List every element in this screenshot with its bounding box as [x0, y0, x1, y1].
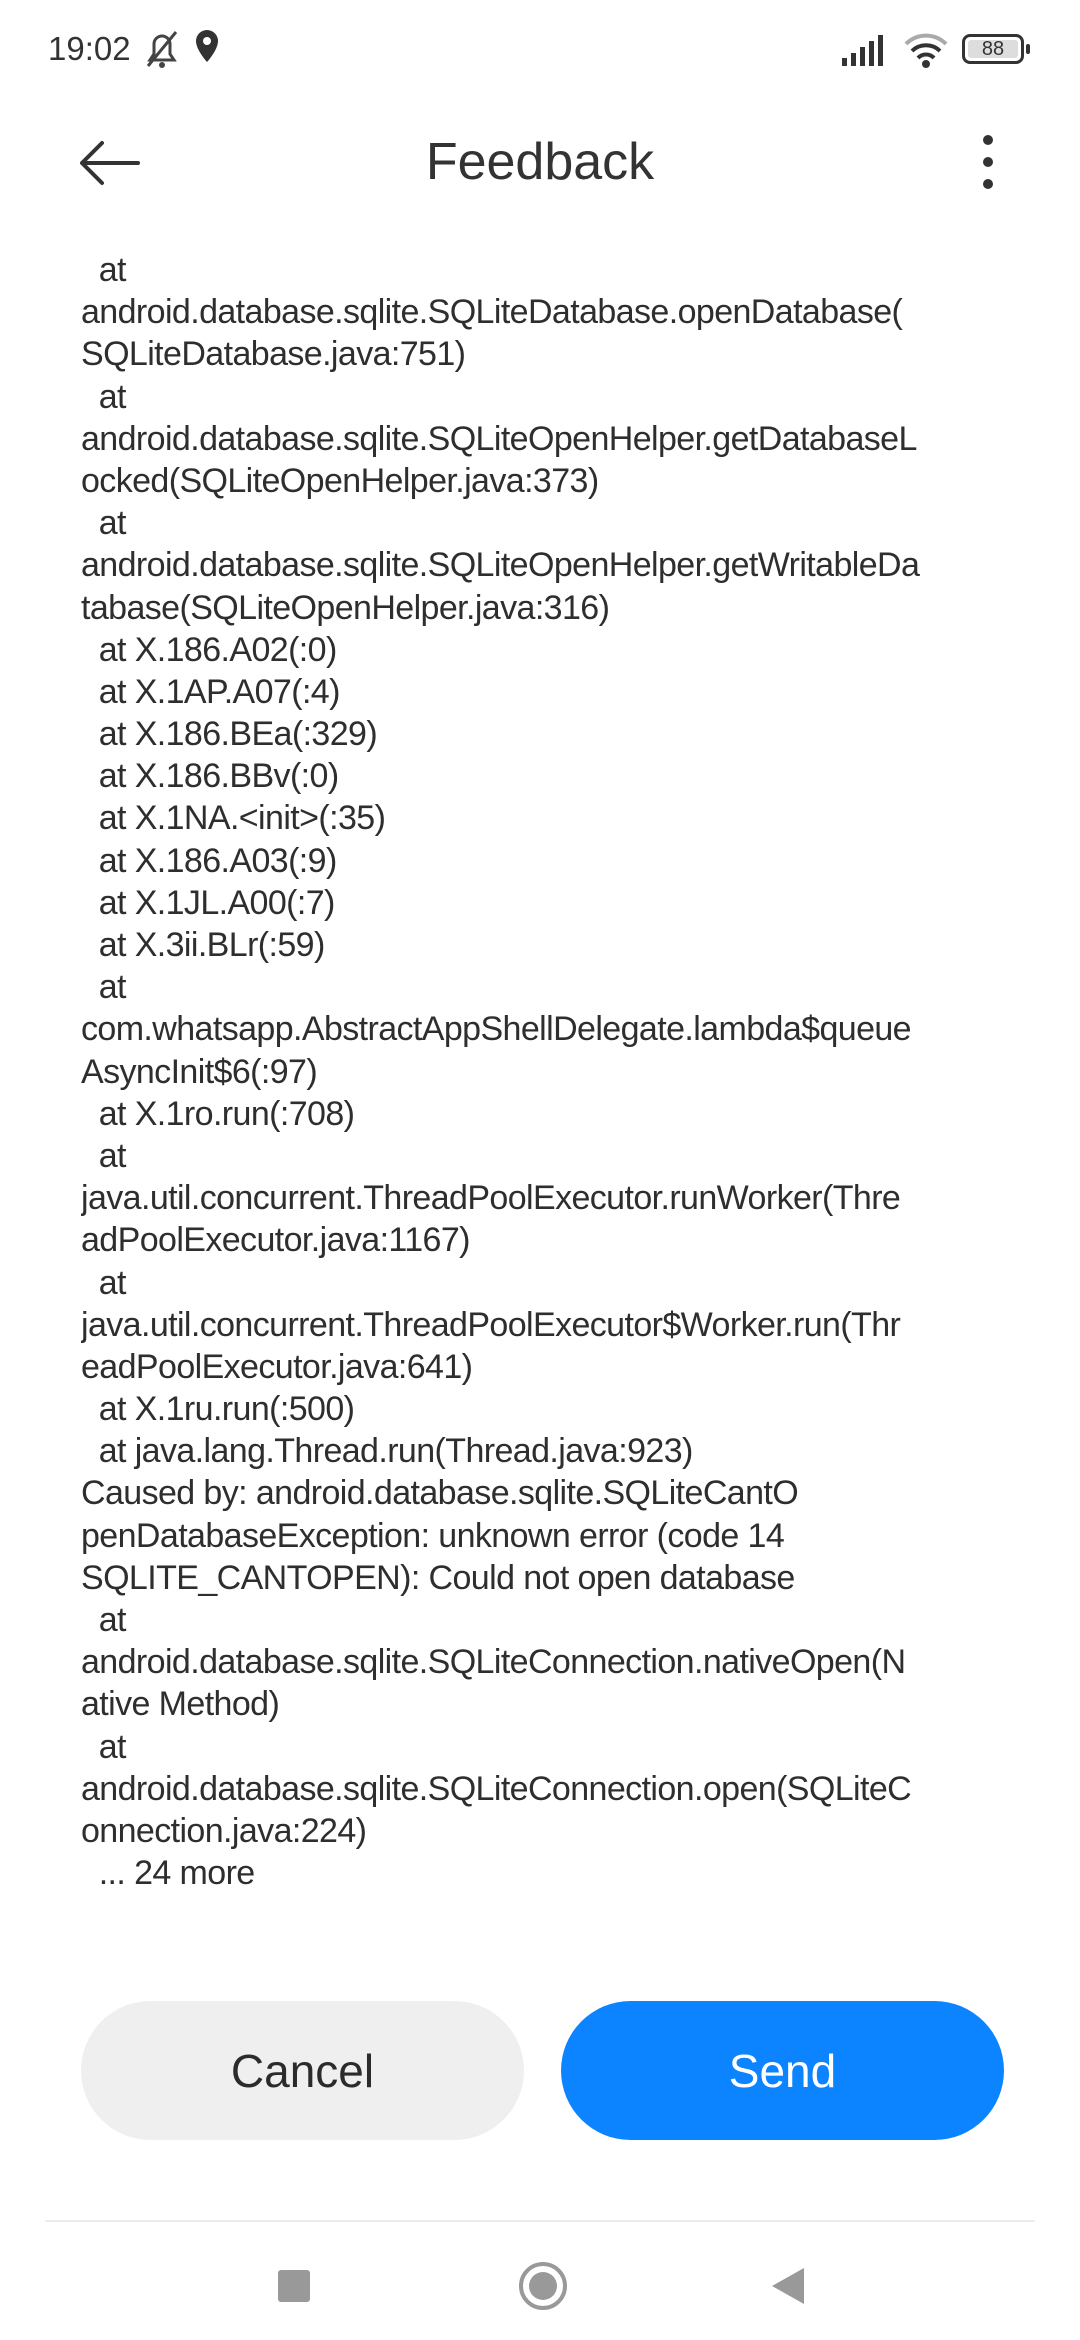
back-arrow-icon[interactable] [78, 138, 142, 188]
log-line: at [81, 1727, 127, 1766]
page-title: Feedback [425, 133, 655, 191]
log-line: at X.1AP.A07(:4) [81, 672, 341, 711]
log-line: at [81, 251, 127, 289]
log-line: AsyncInit$6(:97) [81, 1052, 318, 1091]
signal-icon [842, 35, 883, 66]
log-line: at [81, 504, 127, 543]
location-icon [196, 30, 218, 62]
bell-off-icon [146, 31, 178, 68]
log-line: android.database.sqlite.SQLiteOpenHelper… [81, 419, 917, 458]
log-line: Caused by: android.database.sqlite.SQLit… [81, 1474, 799, 1513]
log-line: at X.1JL.A00(:7) [81, 883, 336, 922]
feedback-log-text[interactable]: at android.database.sqlite.SQLiteDatabase… [81, 228, 1021, 1940]
log-line: at java.lang.Thread.run(Thread.java:923) [81, 1432, 694, 1471]
send-button[interactable]: Send [561, 2001, 1004, 2140]
log-line: at X.186.A03(:9) [81, 841, 338, 880]
log-line: SQLITE_CANTOPEN): Could not open databas… [81, 1558, 795, 1597]
nav-divider [45, 2220, 1035, 2222]
battery-level: 88 [968, 39, 1018, 59]
log-line: ... 24 more [81, 1854, 256, 1893]
home-circle-icon[interactable] [517, 2260, 569, 2312]
log-line: android.database.sqlite.SQLiteOpenHelper… [81, 546, 920, 585]
log-line: ocked(SQLiteOpenHelper.java:373) [81, 461, 599, 500]
cancel-button[interactable]: Cancel [81, 2001, 524, 2140]
more-options-icon[interactable] [968, 132, 1008, 192]
log-line: at X.1ru.run(:500) [81, 1390, 355, 1429]
log-line: android.database.sqlite.SQLiteConnection… [81, 1769, 912, 1808]
log-line: ative Method) [81, 1685, 280, 1724]
status-bar: 19:02 88 [0, 0, 1080, 100]
wifi-icon [904, 33, 948, 68]
log-line: at [81, 1263, 127, 1302]
app-bar: Feedback [0, 110, 1080, 215]
log-line: android.database.sqlite.SQLiteConnection… [81, 1643, 906, 1682]
log-line: penDatabaseException: unknown error (cod… [81, 1516, 785, 1555]
log-line: onnection.java:224) [81, 1811, 367, 1850]
log-line: android.database.sqlite.SQLiteDatabase.o… [81, 293, 903, 332]
log-line: eadPoolExecutor.java:641) [81, 1347, 473, 1386]
log-line: java.util.concurrent.ThreadPoolExecutor.… [81, 1179, 901, 1218]
battery-icon: 88 [962, 34, 1030, 64]
back-triangle-icon[interactable] [768, 2266, 808, 2306]
log-line: at X.1NA.<init>(:35) [81, 799, 386, 838]
log-line: at [81, 377, 127, 416]
log-line: java.util.concurrent.ThreadPoolExecutor$… [81, 1305, 901, 1344]
log-line: tabase(SQLiteOpenHelper.java:316) [81, 588, 610, 627]
log-line: com.whatsapp.AbstractAppShellDelegate.la… [81, 1010, 912, 1049]
log-line: at X.186.A02(:0) [81, 630, 338, 669]
log-line: at X.1ro.run(:708) [81, 1094, 355, 1133]
log-line: at [81, 968, 127, 1007]
log-line: at X.3ii.BLr(:59) [81, 926, 326, 964]
recents-square-icon[interactable] [276, 2268, 312, 2304]
status-time: 19:02 [48, 30, 131, 67]
log-line: at [81, 1136, 127, 1175]
log-line: at X.186.BBv(:0) [81, 757, 339, 796]
log-line: at X.186.BEa(:329) [81, 715, 378, 754]
log-line: SQLiteDatabase.java:751) [81, 335, 466, 374]
log-line: adPoolExecutor.java:1167) [81, 1221, 470, 1260]
log-line: at [81, 1601, 127, 1639]
